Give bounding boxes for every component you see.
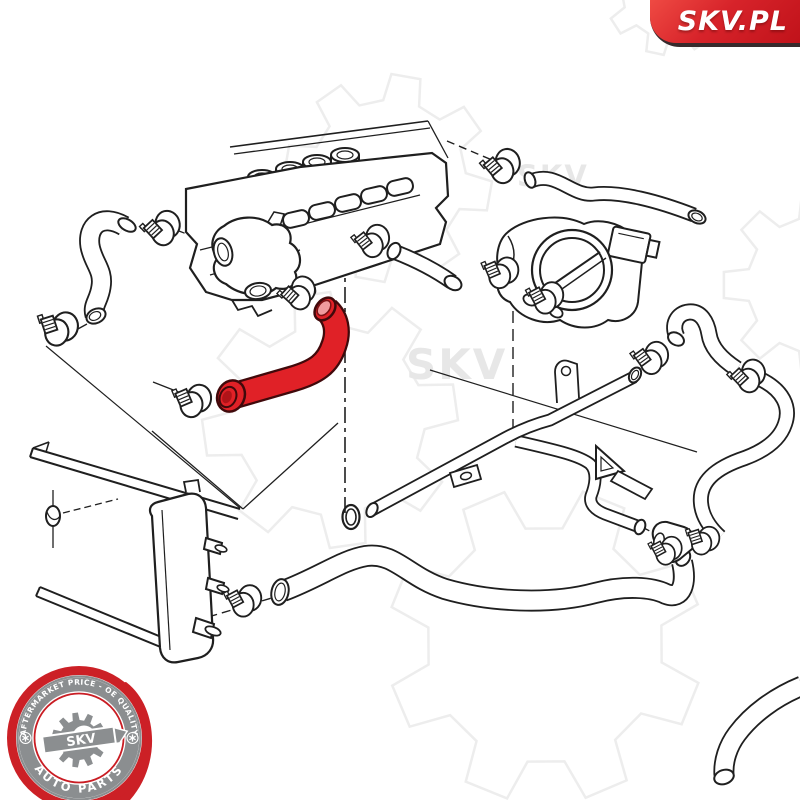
heater-hose — [667, 305, 741, 375]
site-banner: SKV.PL — [650, 0, 800, 47]
quality-stamp: AFTERMARKET PRICE - OE QUALITY AUTO PART… — [7, 666, 153, 800]
gear-outline-icon — [390, 490, 700, 800]
site-banner-label: SKV.PL — [677, 6, 788, 37]
radiator-side-tank — [148, 492, 215, 664]
o-ring-seal — [341, 503, 361, 531]
radiator — [29, 441, 241, 664]
skv-gear-logo-icon: SKV — [41, 712, 129, 768]
throttle-body — [496, 216, 661, 329]
lower-coolant-hose — [279, 546, 694, 610]
hose-clamp — [31, 306, 82, 350]
site-banner-red-strip: SKV.PL — [650, 0, 800, 43]
gear-outline-icon — [722, 200, 800, 370]
heater-hose — [528, 172, 697, 221]
hose-clamp — [136, 207, 186, 252]
coolant-pipe — [369, 372, 637, 515]
highlighted-coolant-hose — [215, 296, 350, 413]
stamp-center-label: SKV — [65, 731, 96, 750]
coolant-pipes — [341, 359, 654, 536]
intake-manifold — [184, 120, 450, 318]
upper-radiator-hose — [80, 212, 129, 318]
six-point-star-icon — [19, 731, 32, 745]
mounting-bolt — [45, 505, 61, 527]
hoses — [79, 171, 800, 786]
heater-hose — [694, 373, 794, 542]
six-point-star-icon — [126, 731, 139, 745]
corner-hose — [715, 677, 800, 776]
background-watermarks: SKV SKV — [200, 0, 800, 800]
throttle-connector — [607, 225, 661, 264]
hose-clamp — [168, 381, 214, 420]
intake-ports — [282, 177, 414, 229]
watermark-text: SKV — [406, 340, 507, 389]
